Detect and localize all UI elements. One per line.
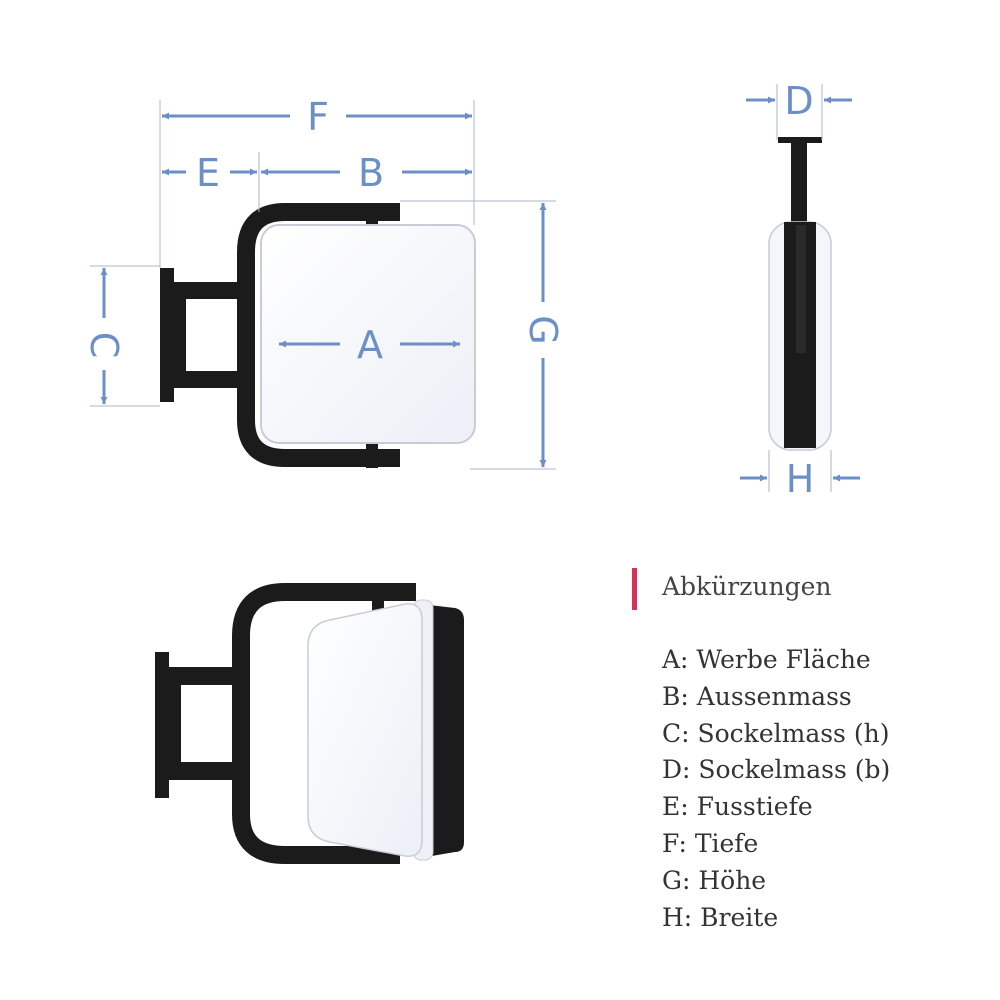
persp-arm-bottom (169, 762, 241, 780)
dimension-g: G (521, 203, 565, 467)
dimension-a: A (279, 323, 460, 367)
legend-title: Abkürzungen (662, 572, 832, 601)
mount-arm-top (174, 282, 240, 299)
dimension-b-label: B (358, 151, 384, 195)
wall-plate (160, 268, 174, 402)
side-view: D H (740, 79, 860, 501)
extension-lines (90, 100, 556, 470)
legend-item: H: Breite (662, 902, 779, 932)
persp-clamp (372, 585, 384, 613)
persp-arm-top (169, 667, 241, 685)
legend-accent-bar (632, 568, 637, 610)
legend-item: G: Höhe (662, 865, 767, 895)
dimension-c-label: C (82, 332, 126, 359)
dimension-d: D (746, 79, 852, 123)
mount-arm-bottom (174, 371, 240, 388)
legend-item: E: Fusstiefe (662, 792, 813, 822)
dimension-c: C (82, 268, 126, 404)
mount-brace (174, 296, 186, 376)
legend-item: A: Werbe Fläche (662, 645, 871, 674)
side-stem (791, 143, 807, 225)
dimension-d-label: D (784, 79, 813, 123)
legend-item: C: Sockelmass (h) (662, 718, 890, 748)
dimension-a-label: A (357, 323, 383, 367)
dimension-e: E (162, 151, 257, 195)
dimension-g-label: G (521, 315, 565, 344)
persp-brace (169, 682, 181, 766)
dimension-b: B (261, 151, 472, 195)
legend-item: F: Tiefe (662, 828, 759, 858)
legend-list: A: Werbe Fläche B: Aussenmass C: Sockelm… (662, 642, 890, 936)
c-frame (237, 203, 400, 467)
dimension-e-label: E (196, 151, 220, 195)
dimension-h: H (740, 457, 860, 501)
sign-panel (260, 224, 476, 444)
persp-front-face (307, 603, 423, 857)
legend-item: B: Aussenmass (662, 681, 852, 711)
perspective-view (155, 583, 464, 864)
dimension-f: F (162, 95, 472, 139)
legend-item: D: Sockelmass (b) (662, 755, 891, 785)
dimension-h-label: H (786, 457, 815, 501)
persp-c-frame (232, 583, 416, 864)
front-view: F E B C G A (82, 95, 565, 470)
side-extension-lines (768, 84, 832, 492)
side-top-cap (778, 137, 822, 143)
persp-wall-plate (155, 652, 169, 798)
dimension-f-label: F (307, 95, 329, 139)
side-core-slot (796, 225, 806, 353)
